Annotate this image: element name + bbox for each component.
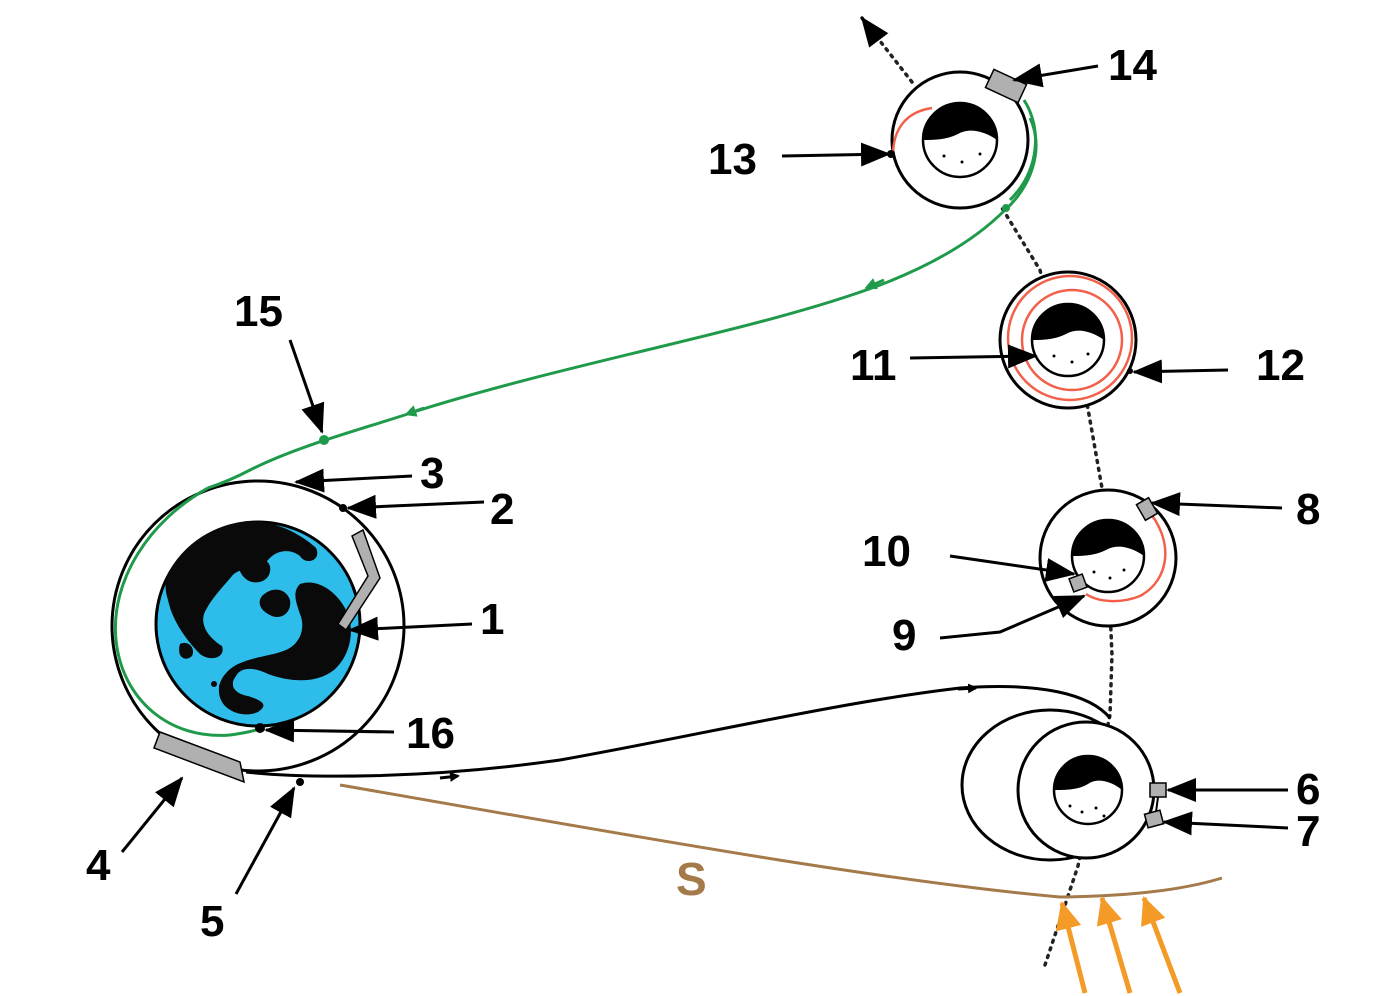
label-3: 3 [420, 449, 444, 498]
moon-insertion-group [960, 708, 1167, 862]
pointer-arrows [120, 63, 1289, 895]
label-8: 8 [1296, 485, 1320, 534]
moon-departure-group [887, 68, 1037, 210]
module-link [1155, 796, 1159, 813]
label-4: 4 [86, 841, 111, 890]
label-9: 9 [892, 611, 916, 660]
point-16-dot [255, 723, 265, 733]
return-arrow-2 [404, 405, 425, 417]
sun-ray-2 [1096, 896, 1133, 994]
label-1: 1 [480, 595, 504, 644]
label-7: 7 [1296, 807, 1320, 856]
pointer-15 [288, 339, 325, 434]
label-5: 5 [200, 897, 224, 946]
label-12: 12 [1256, 341, 1305, 390]
point-12-dot [1127, 368, 1133, 374]
pointer-13 [781, 142, 891, 167]
pointer-1 [348, 616, 473, 641]
outbound-arrow-2 [957, 683, 978, 694]
label-s: S [676, 853, 707, 905]
sun-ray-1 [1055, 901, 1088, 994]
pointer-9 [939, 594, 1086, 640]
sun-rays [1055, 896, 1183, 994]
point-5-dot [296, 778, 304, 786]
pointer-10 [949, 554, 1076, 582]
earth-island-3 [227, 681, 233, 687]
sun-ray-3 [1141, 896, 1183, 994]
moon-landing-group [1038, 488, 1178, 628]
pointer-16 [264, 718, 395, 743]
outbound-trajectory [245, 684, 1112, 778]
return-arrow-1 [864, 278, 885, 290]
label-14: 14 [1108, 41, 1157, 90]
return-dot-15 [319, 435, 329, 445]
escape-direction-arrow [860, 16, 889, 48]
outbound-arrow-1 [439, 771, 460, 782]
spacecraft-module-icon-6 [1149, 782, 1167, 798]
pointer-12 [1132, 359, 1229, 384]
label-15: 15 [234, 287, 283, 336]
label-2: 2 [490, 485, 514, 534]
label-11: 11 [850, 341, 897, 390]
moon-orbit-path-s [339, 783, 1223, 899]
moon-ascent-group [998, 270, 1138, 410]
label-16: 16 [406, 709, 455, 758]
moon-icon-2 [1070, 518, 1146, 594]
spacecraft-module-icon-1 [336, 528, 381, 632]
pointer-7 [1162, 811, 1289, 836]
moon-icon-4 [921, 101, 999, 179]
landing-descent-path [1085, 507, 1167, 603]
ascent-path-outer [1006, 274, 1134, 402]
pointer-11 [909, 344, 1038, 369]
point-2-dot [339, 504, 347, 512]
spacecraft-module-icon-4 [153, 731, 246, 784]
ascent-path-inner [1020, 288, 1124, 392]
earth-island-2 [219, 683, 225, 689]
departure-green-arc [1008, 99, 1037, 202]
pointer-2 [346, 494, 485, 519]
label-13: 13 [708, 135, 757, 184]
pointer-5 [234, 786, 296, 895]
spacecraft-module-icon-7 [1143, 809, 1165, 829]
pointer-4 [120, 776, 184, 853]
moon-icon-3 [1030, 302, 1106, 378]
earth-continents [165, 521, 351, 715]
earth-globe-icon [110, 479, 406, 773]
return-dot-top [1002, 204, 1010, 212]
pointer-14 [1012, 63, 1099, 88]
moon-icon-1 [1052, 754, 1124, 826]
spacecraft-module-icon-14 [984, 68, 1028, 104]
earth-island-1 [211, 681, 217, 687]
label-10: 10 [862, 527, 911, 576]
pointer-8 [1150, 492, 1283, 517]
pointer-3 [294, 468, 413, 493]
label-6: 6 [1296, 765, 1320, 814]
departure-red-arc [891, 106, 933, 153]
